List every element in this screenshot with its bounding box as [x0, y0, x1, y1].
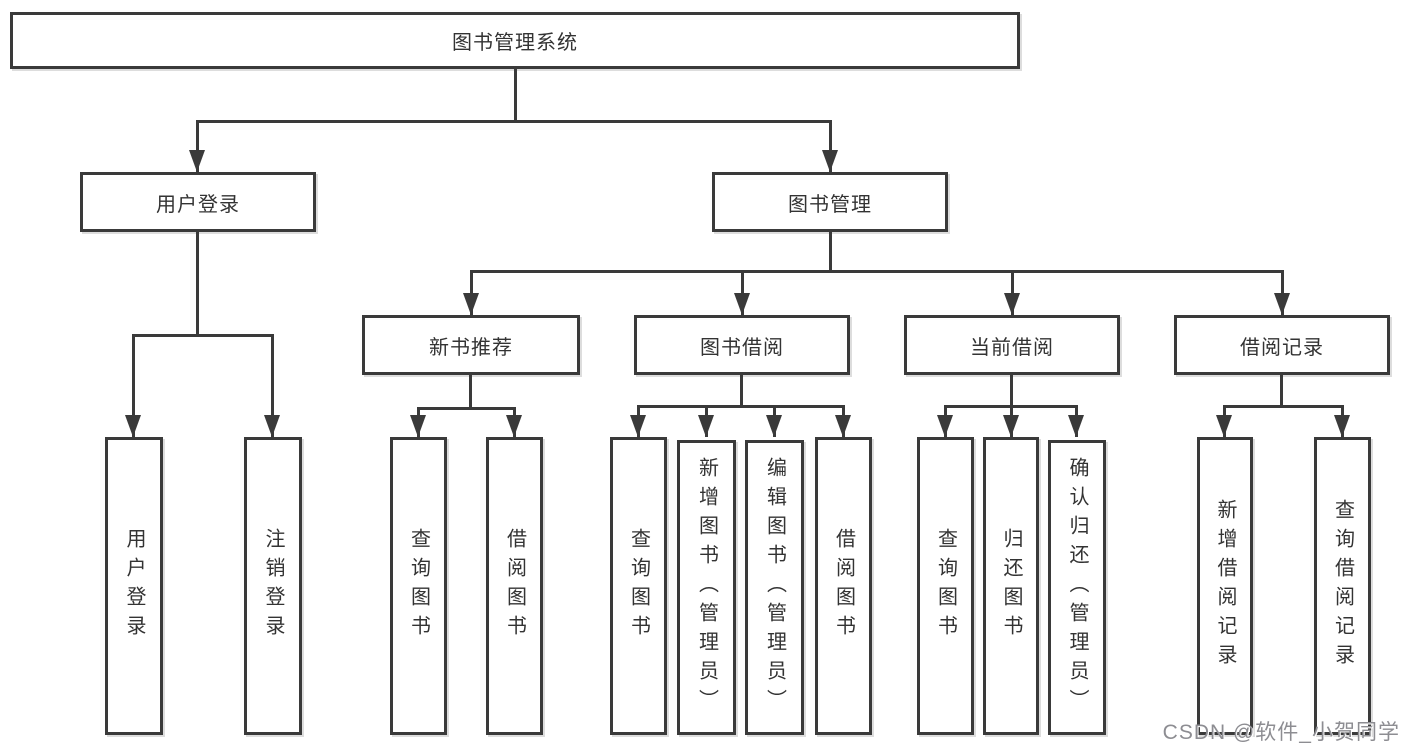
connector-to-book-management [829, 120, 832, 172]
arrow-down-icon [734, 293, 750, 315]
arrow-down-icon [189, 150, 205, 172]
leaf-query-borrow-record: 查询借阅记录 [1314, 437, 1371, 735]
arrow-down-icon [1334, 415, 1350, 437]
connector-to-borrow-records [1281, 270, 1284, 315]
watermark: CSDN @软件_小贺同学 [1162, 721, 1400, 744]
node-book-management: 图书管理 [712, 172, 948, 232]
arrow-down-icon [506, 415, 522, 437]
connector-to-leaf-logout [271, 334, 274, 437]
connector-book-mgmt-split [470, 270, 1283, 273]
connector-book-mgmt-stem [829, 232, 832, 272]
arrow-down-icon [1216, 415, 1232, 437]
node-current-borrowing: 当前借阅 [904, 315, 1120, 375]
connector-borrow-records-stem [1280, 375, 1283, 407]
arrow-down-icon [822, 150, 838, 172]
connector-borrow-records-split [1223, 405, 1343, 408]
leaf-add-borrow-record: 新增借阅记录 [1197, 437, 1253, 735]
leaf-borrow-books: 借阅图书 [815, 437, 872, 735]
arrow-down-icon [410, 415, 426, 437]
node-book-borrowing: 图书借阅 [634, 315, 850, 375]
connector-user-login-stem [196, 232, 199, 336]
arrow-down-icon [463, 293, 479, 315]
arrow-down-icon [937, 415, 953, 437]
leaf-logout: 注销登录 [244, 437, 302, 735]
leaf-edit-book-admin: 编辑图书（管理员） [745, 440, 804, 735]
connector-current-borrow-stem [1010, 375, 1013, 407]
leaf-confirm-return-admin: 确认归还（管理员） [1048, 440, 1106, 735]
connector-root-split [196, 120, 832, 123]
connector-book-borrow-split [637, 405, 845, 408]
leaf-query-books-borrow: 查询图书 [610, 437, 667, 735]
node-borrowing-records: 借阅记录 [1174, 315, 1390, 375]
connector-user-login-split [132, 334, 274, 337]
leaf-query-books-recommend: 查询图书 [390, 437, 447, 735]
connector-to-book-borrow [741, 270, 744, 315]
connector-to-new-book [470, 270, 473, 315]
arrow-down-icon [698, 415, 714, 437]
connector-book-borrow-stem [740, 375, 743, 407]
arrow-down-icon [835, 415, 851, 437]
connector-to-current-borrow [1011, 270, 1014, 315]
connector-to-leaf-user-login [132, 334, 135, 437]
leaf-return-book: 归还图书 [983, 437, 1039, 735]
connector-new-book-stem [469, 375, 472, 409]
connector-new-book-split [417, 407, 516, 410]
connector-to-user-login [196, 120, 199, 172]
arrow-down-icon [1004, 293, 1020, 315]
leaf-user-login: 用户登录 [105, 437, 163, 735]
node-user-login: 用户登录 [80, 172, 316, 232]
arrow-down-icon [1003, 415, 1019, 437]
arrow-down-icon [1274, 293, 1290, 315]
node-new-book-recommend: 新书推荐 [362, 315, 580, 375]
arrow-down-icon [125, 415, 141, 437]
node-library-system: 图书管理系统 [10, 12, 1020, 69]
arrow-down-icon [264, 415, 280, 437]
arrow-down-icon [766, 415, 782, 437]
leaf-add-book-admin: 新增图书（管理员） [677, 440, 736, 735]
leaf-query-books-current: 查询图书 [917, 437, 974, 735]
arrow-down-icon [1068, 415, 1084, 437]
leaf-borrow-books-recommend: 借阅图书 [486, 437, 543, 735]
arrow-down-icon [630, 415, 646, 437]
connector-root-stem [514, 69, 517, 121]
